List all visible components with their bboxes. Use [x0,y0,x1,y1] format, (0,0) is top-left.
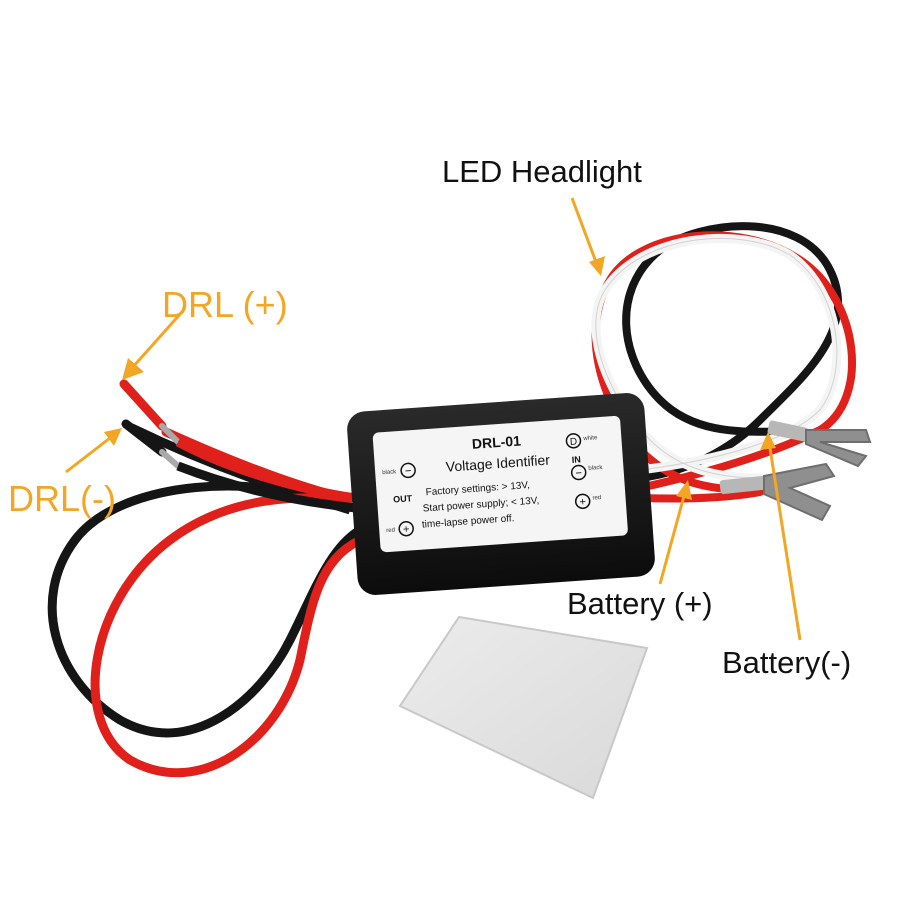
plus-symbol-left: + [403,523,410,535]
callout-led-headlight: LED Headlight [442,154,642,189]
adhesive-pad [398,615,649,800]
module-model: DRL-01 [471,432,521,451]
callout-arrows [65,197,802,641]
output-wires [47,379,365,778]
module-title: Voltage Identifier [445,452,550,475]
d-symbol: D [570,437,578,448]
minus-symbol-left: − [405,465,412,477]
arrow-battery-plus [658,480,692,585]
label-red-right: red [592,495,601,502]
label-out: OUT [393,493,413,504]
callout-drl-minus: DRL(-) [8,478,116,519]
drl-module: DRL-01 Voltage Identifier black − OUT re… [347,393,655,595]
minus-symbol-right: − [575,467,582,479]
label-black-left: black [382,469,397,476]
plus-symbol-right: + [579,496,586,508]
arrow-led-headlight [570,197,605,276]
arrow-drl-plus [122,311,184,380]
label-black-right: black [588,465,603,472]
callout-battery-plus: Battery (+) [567,586,713,621]
label-in: IN [571,454,581,465]
label-red-left: red [386,527,395,534]
fork-terminals [719,420,872,522]
callout-drl-plus: DRL (+) [162,284,288,325]
arrow-drl-minus [65,428,122,474]
label-white-right: white [582,435,598,442]
arrow-battery-minus [760,432,802,641]
callout-battery-minus: Battery(-) [722,645,852,680]
